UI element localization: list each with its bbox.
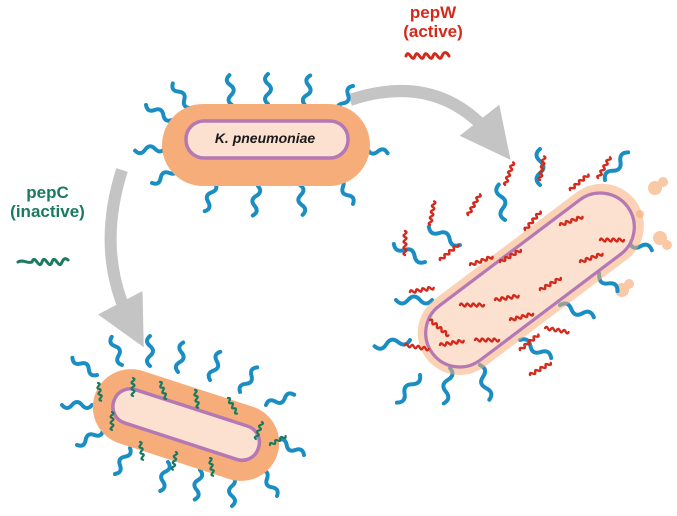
pepw-label: pepW (active): [378, 3, 488, 41]
pepw-name: pepW: [409, 3, 457, 22]
arrow-to-pepw-treatment: [348, 85, 511, 160]
pepc-label: pepC (inactive): [0, 183, 95, 221]
pepc-name: pepC: [26, 183, 69, 202]
pepw-state: (active): [403, 22, 463, 41]
pepc-treated-bacterium: [60, 333, 308, 508]
pepc-peptide-icon: [16, 257, 70, 267]
pepc-state: (inactive): [10, 202, 85, 221]
arrow-to-pepc-treatment: [97, 168, 144, 348]
bacterium-label: K. pneumoniae: [214, 130, 316, 146]
pepw-peptide-icon: [404, 51, 451, 60]
untreated-bacterium: [132, 72, 391, 219]
cell-debris: [615, 177, 672, 297]
pepw-treated-bacterium: [371, 147, 672, 407]
